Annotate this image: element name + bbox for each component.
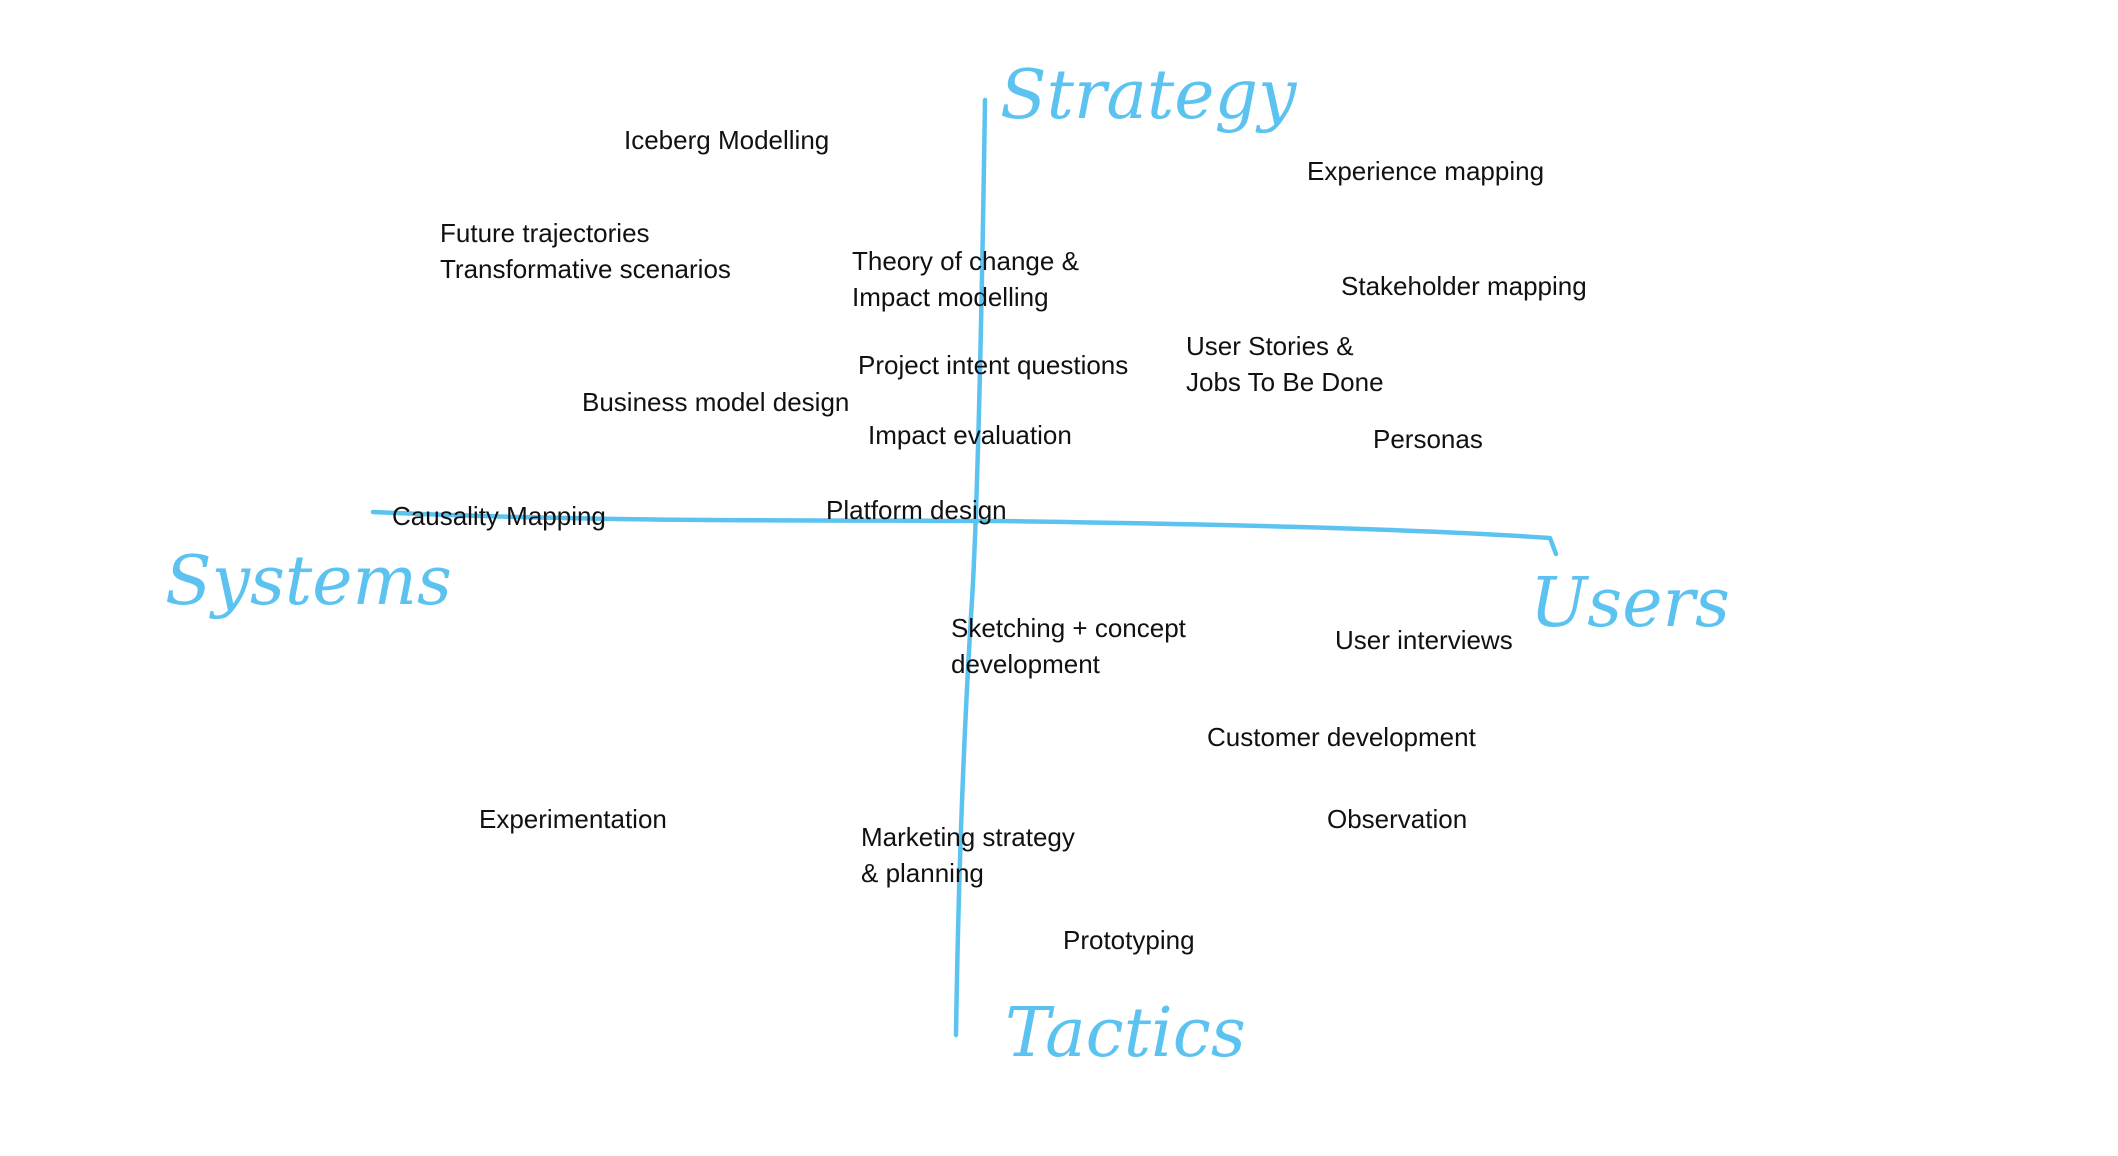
method-label: Sketching + concept xyxy=(951,613,1186,643)
method-label: Observation xyxy=(1327,804,1468,834)
method-label: Jobs To Be Done xyxy=(1186,367,1384,397)
method-label: Personas xyxy=(1373,424,1483,454)
method-customer-development: Customer development xyxy=(1207,719,1476,755)
vertical-axis-line xyxy=(953,97,988,1038)
method-label: & planning xyxy=(861,858,984,888)
method-user-stories: User Stories & Jobs To Be Done xyxy=(1186,328,1384,400)
method-causality-mapping: Causality Mapping xyxy=(392,498,606,534)
method-personas: Personas xyxy=(1373,421,1483,457)
method-label: Project intent questions xyxy=(858,350,1129,380)
method-label: Experience mapping xyxy=(1307,156,1545,186)
method-project-intent-questions: Project intent questions xyxy=(858,347,1128,383)
method-prototyping: Prototyping xyxy=(1063,922,1195,958)
method-label: Experimentation xyxy=(479,804,667,834)
method-label: User interviews xyxy=(1335,625,1513,655)
method-label: Impact evaluation xyxy=(868,420,1072,450)
method-user-interviews: User interviews xyxy=(1335,622,1513,658)
axis-label-users: Users xyxy=(1530,564,1730,643)
method-label: Business model design xyxy=(582,387,850,417)
method-label: Impact modelling xyxy=(852,282,1049,312)
method-label: Platform design xyxy=(826,495,1007,525)
method-label: Causality Mapping xyxy=(392,501,606,531)
method-iceberg-modelling: Iceberg Modelling xyxy=(624,122,829,158)
method-impact-evaluation: Impact evaluation xyxy=(868,417,1072,453)
method-observation: Observation xyxy=(1327,801,1467,837)
method-label: Marketing strategy xyxy=(861,822,1075,852)
method-label: Stakeholder mapping xyxy=(1341,271,1587,301)
method-label: Customer development xyxy=(1207,722,1476,752)
method-label: Iceberg Modelling xyxy=(624,125,830,155)
axis-label-systems: Systems xyxy=(165,542,452,621)
method-marketing-strategy-planning: Marketing strategy & planning xyxy=(861,819,1075,891)
method-label: Transformative scenarios xyxy=(440,254,731,284)
method-business-model-design: Business model design xyxy=(582,384,849,420)
method-sketching-concept-development: Sketching + concept development xyxy=(951,610,1186,682)
horizontal-axis-line xyxy=(370,509,1559,557)
method-label: development xyxy=(951,649,1100,679)
method-future-trajectories: Future trajectories Transformative scena… xyxy=(440,215,731,287)
axis-label-strategy: Strategy xyxy=(1000,56,1297,135)
method-platform-design: Platform design xyxy=(826,492,1007,528)
method-experience-mapping: Experience mapping xyxy=(1307,153,1544,189)
method-theory-of-change: Theory of change & Impact modelling xyxy=(852,243,1079,315)
method-experimentation: Experimentation xyxy=(479,801,667,837)
method-label: User Stories & xyxy=(1186,331,1354,361)
method-label: Theory of change & xyxy=(852,246,1079,276)
method-label: Prototyping xyxy=(1063,925,1195,955)
method-stakeholder-mapping: Stakeholder mapping xyxy=(1341,268,1587,304)
method-label: Future trajectories xyxy=(440,218,650,248)
axis-label-tactics: Tactics xyxy=(1005,994,1246,1073)
